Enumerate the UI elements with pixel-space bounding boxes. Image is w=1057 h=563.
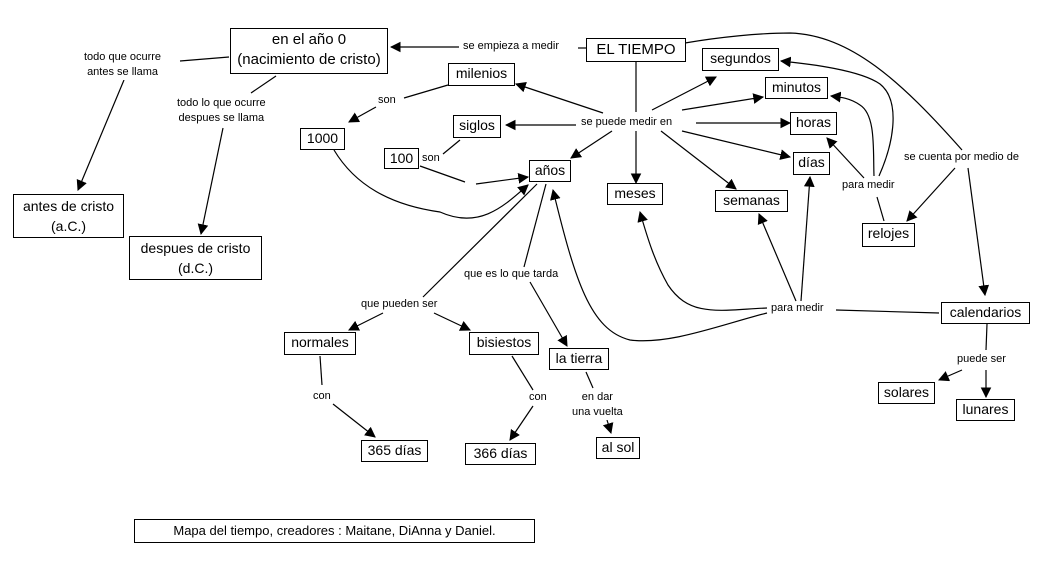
- credits-box: Mapa del tiempo, creadores : Maitane, Di…: [134, 519, 535, 543]
- node-milenios[interactable]: milenios: [448, 63, 515, 86]
- node-relojes[interactable]: relojes: [862, 223, 915, 247]
- node-anos[interactable]: años: [529, 160, 571, 182]
- node-solares[interactable]: solares: [878, 382, 935, 404]
- label-son-milenios: son: [376, 94, 398, 107]
- label-antes-line2: antes se llama: [87, 66, 158, 78]
- edge-puede-anos: [570, 130, 613, 159]
- edge-1000-anos: [333, 149, 529, 219]
- node-dias[interactable]: días: [793, 152, 830, 175]
- edge-normales-con: [319, 355, 323, 386]
- edge-anio0-despues: [250, 75, 277, 94]
- label-todo-que-ocurre-antes: todo que ocurre antes se llama: [82, 50, 164, 80]
- edge-paramedir-minutos: [829, 91, 875, 177]
- edge-anio0-antes: [179, 56, 230, 62]
- edge-son-1000: [348, 106, 377, 123]
- edge-paramedir-dias: [800, 175, 815, 302]
- label-con-normales: con: [311, 390, 333, 403]
- edge-anos-pueden: [422, 183, 538, 298]
- node-la-tierra[interactable]: la tierra: [549, 348, 609, 370]
- edge-calendarios-paramedir: [835, 309, 940, 314]
- edge-tierra-vuelta: [585, 371, 594, 389]
- label-antes-line1: todo que ocurre: [84, 51, 162, 63]
- node-anio-0-line1: en el año 0: [271, 31, 347, 48]
- node-1000[interactable]: 1000: [300, 128, 345, 150]
- label-puede-ser: puede ser: [955, 353, 1008, 366]
- node-bisiestos[interactable]: bisiestos: [469, 332, 539, 355]
- node-lunares[interactable]: lunares: [956, 399, 1015, 421]
- label-vuelta-line2: una vuelta: [572, 406, 623, 418]
- edge-paramedir-anos: [550, 188, 768, 342]
- node-calendarios[interactable]: calendarios: [941, 302, 1030, 324]
- label-despues-line1: todo lo que ocurre: [177, 97, 266, 109]
- edge-relojes-paramedir: [876, 196, 885, 222]
- label-se-puede-medir-en: se puede medir en: [579, 116, 675, 129]
- node-meses[interactable]: meses: [607, 183, 663, 205]
- label-para-medir-calendarios: para medir: [769, 302, 826, 315]
- label-se-cuenta-por-medio-de: se cuenta por medio de: [902, 151, 1021, 164]
- node-siglos[interactable]: siglos: [453, 115, 501, 138]
- label-con-bisiestos: con: [527, 391, 549, 404]
- edge-antes-label-node: [76, 79, 125, 191]
- edge-puedeser-solares: [938, 369, 963, 382]
- edge-puede-milenios: [514, 81, 604, 114]
- edge-bisiestos-con: [511, 355, 534, 391]
- edge-tiempo-cuenta: [684, 32, 963, 151]
- label-que-es-lo-que-tarda: que es lo que tarda: [462, 268, 561, 281]
- node-despues-line2: (d.C.): [178, 260, 213, 276]
- node-el-tiempo[interactable]: EL TIEMPO: [586, 38, 686, 62]
- node-semanas[interactable]: semanas: [715, 190, 788, 212]
- node-anio-0-line2: (nacimiento de cristo): [237, 51, 381, 68]
- edge-puede-dias: [681, 130, 792, 160]
- label-todo-lo-que-ocurre-despues: todo lo que ocurre despues se llama: [175, 96, 268, 126]
- edge-calendarios-puedeser: [985, 323, 988, 351]
- label-despues-line2: despues se llama: [178, 112, 265, 124]
- label-en-dar-una-vuelta: en dar una vuelta: [570, 390, 625, 420]
- node-anio-0[interactable]: en el año 0 (nacimiento de cristo): [230, 28, 388, 74]
- node-365-dias[interactable]: 365 días: [361, 440, 428, 462]
- edge-tarda-tierra: [529, 281, 568, 347]
- edge-siglos-son: [442, 139, 461, 155]
- edge-puede-minutos: [681, 93, 765, 111]
- edge-vuelta-sol: [602, 419, 614, 435]
- node-minutos[interactable]: minutos: [765, 77, 828, 99]
- edge-milenios-son: [403, 84, 449, 99]
- node-despues-de-cristo[interactable]: despues de cristo (d.C.): [129, 236, 262, 280]
- edge-despues-label-node: [197, 127, 224, 236]
- edge-puede-segundos: [651, 76, 717, 111]
- edge-anos-tarda: [523, 183, 547, 268]
- edge-cuenta-relojes: [906, 167, 956, 222]
- node-horas[interactable]: horas: [790, 112, 837, 135]
- edge-cuenta-calendarios: [967, 167, 990, 297]
- node-antes-de-cristo[interactable]: antes de cristo (a.C.): [13, 194, 124, 238]
- node-antes-line2: (a.C.): [51, 218, 86, 234]
- node-al-sol[interactable]: al sol: [596, 437, 640, 459]
- node-antes-line1: antes de cristo: [22, 198, 115, 214]
- label-vuelta-line1: en dar: [581, 391, 613, 403]
- node-despues-line1: despues de cristo: [140, 240, 251, 256]
- node-normales[interactable]: normales: [284, 332, 356, 355]
- edge-puede-semanas: [660, 130, 737, 190]
- edge-pueden-normales: [348, 312, 384, 331]
- edge-paramedir-segundos: [779, 56, 894, 177]
- node-segundos[interactable]: segundos: [702, 48, 779, 71]
- edge-con-366: [509, 405, 534, 441]
- edge-con-365: [332, 403, 376, 438]
- node-366-dias[interactable]: 366 días: [465, 443, 536, 465]
- node-100[interactable]: 100: [384, 148, 419, 169]
- edge-paramedir-semanas: [757, 213, 797, 302]
- edge-100-anos2: [475, 172, 530, 185]
- edge-100-anos: [419, 165, 466, 183]
- edge-pueden-bisiestos: [433, 312, 471, 331]
- label-son-siglos: son: [421, 152, 441, 165]
- label-para-medir-relojes: para medir: [840, 179, 897, 192]
- label-se-empieza-a-medir: se empieza a medir: [461, 40, 561, 53]
- edge-paramedir-meses: [637, 210, 768, 311]
- label-que-pueden-ser: que pueden ser: [359, 298, 440, 311]
- edge-paramedir-horas: [826, 137, 865, 179]
